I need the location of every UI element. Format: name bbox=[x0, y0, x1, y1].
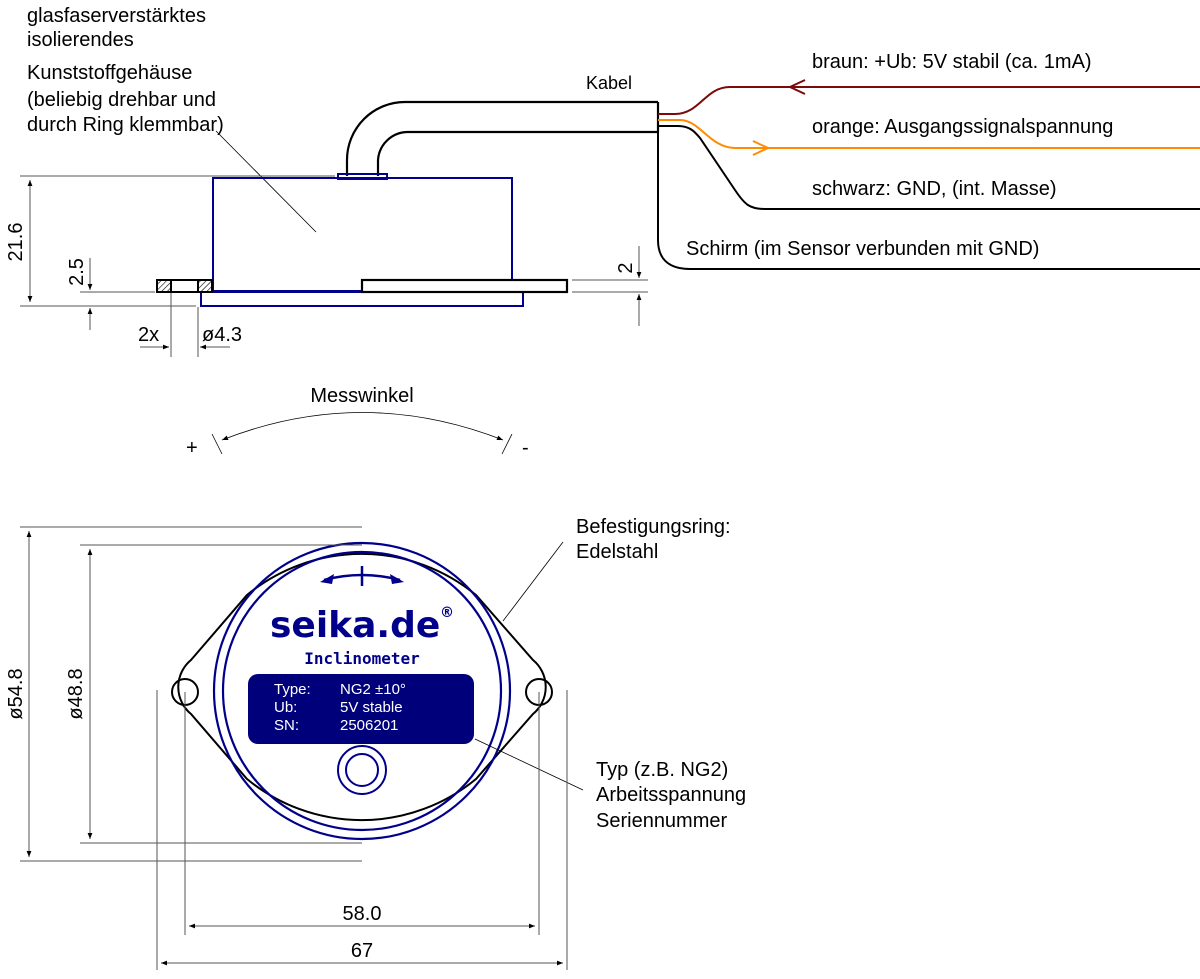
housing-note-line: durch Ring klemmbar) bbox=[27, 114, 224, 136]
housing-note-line: Kunststoffgehäuse bbox=[27, 62, 192, 84]
wire-label-orange: orange: Ausgangssignalspannung bbox=[812, 116, 1113, 138]
housing-note-line: isolierendes bbox=[27, 29, 134, 51]
wires: braun: +Ub: 5V stabil (ca. 1mA) orange: … bbox=[657, 51, 1200, 270]
wire-black bbox=[658, 125, 1200, 210]
angle-arc bbox=[221, 412, 504, 441]
housing-outer-circle bbox=[212, 541, 512, 841]
ring-leader-line bbox=[502, 541, 564, 622]
flange-hole bbox=[170, 279, 199, 293]
angle-minus: - bbox=[522, 437, 529, 459]
measuring-angle: Messwinkel + - bbox=[186, 385, 529, 459]
brand-logo: seika.de bbox=[270, 605, 440, 646]
angle-tick-left bbox=[211, 433, 223, 455]
dim-height: 21.6 bbox=[5, 223, 27, 262]
cable-inner-edge bbox=[376, 130, 658, 176]
product-name: Inclinometer bbox=[304, 649, 420, 668]
plate-key-type: Type: bbox=[274, 681, 311, 698]
wire-label-black: schwarz: GND, (int. Masse) bbox=[812, 178, 1056, 200]
top-view-notes: Befestigungsring: Edelstahl Typ (z.B. NG… bbox=[474, 516, 746, 832]
registered-mark: ® bbox=[440, 605, 454, 621]
cable-label: Kabel bbox=[586, 73, 632, 93]
angle-label: Messwinkel bbox=[310, 385, 413, 407]
top-view: seika.de ® Inclinometer Type: NG2 ±10° U… bbox=[171, 541, 553, 841]
housing-note: glasfaserverstärktes isolierendes Kunsts… bbox=[27, 5, 317, 233]
cable-gland-inner bbox=[345, 753, 379, 787]
cable-outer-edge bbox=[345, 100, 658, 176]
top-dimensions: ø54.8 ø48.8 58.0 67 bbox=[5, 526, 568, 970]
plate-note-line: Seriennummer bbox=[596, 810, 728, 832]
tilt-direction-icon bbox=[320, 566, 404, 586]
wire-orange-arrow-icon bbox=[752, 140, 771, 156]
plate-key-sn: SN: bbox=[274, 717, 299, 734]
plate-value-ub: 5V stable bbox=[340, 699, 403, 716]
wire-brown bbox=[658, 86, 1200, 115]
dim-overall-width: 67 bbox=[351, 940, 373, 962]
side-dimensions: 21.6 2.5 2x ø4.3 2 bbox=[5, 175, 648, 357]
dim-flange-thickness: 2.5 bbox=[66, 258, 88, 286]
plate-key-ub: Ub: bbox=[274, 699, 297, 716]
plate-note-line: Arbeitsspannung bbox=[596, 784, 746, 806]
cable: Kabel bbox=[345, 73, 660, 176]
plate-value-type: NG2 ±10° bbox=[340, 681, 406, 698]
wire-label-brown: braun: +Ub: 5V stabil (ca. 1mA) bbox=[812, 51, 1092, 73]
housing-base bbox=[200, 291, 524, 307]
angle-plus: + bbox=[186, 437, 198, 459]
mounting-ring-section bbox=[360, 278, 569, 294]
dim-hole-spacing: 58.0 bbox=[343, 903, 382, 925]
wire-orange bbox=[658, 119, 1200, 149]
housing-side bbox=[156, 173, 569, 307]
wire-shield bbox=[657, 132, 1200, 270]
label-plate bbox=[248, 674, 474, 744]
plate-leader-line bbox=[474, 738, 584, 791]
dim-hole-diameter: ø4.3 bbox=[202, 324, 242, 346]
ring-note-line: Befestigungsring: bbox=[576, 516, 731, 538]
housing-body bbox=[212, 177, 513, 291]
angle-tick-right bbox=[501, 433, 513, 455]
wire-brown-arrow-icon bbox=[787, 79, 806, 95]
cable-gland-outer bbox=[337, 745, 387, 795]
dim-outer-diameter: ø54.8 bbox=[5, 668, 27, 719]
flange-hatch-right bbox=[197, 279, 213, 293]
wire-label-shield: Schirm (im Sensor verbunden mit GND) bbox=[686, 238, 1039, 260]
housing-leader-line bbox=[215, 130, 317, 233]
flange-hatch-left bbox=[156, 279, 172, 293]
plate-value-sn: 2506201 bbox=[340, 717, 398, 734]
dim-hole-count: 2x bbox=[138, 324, 159, 346]
plate-note-line: Typ (z.B. NG2) bbox=[596, 759, 728, 781]
mounting-flange-outline bbox=[177, 552, 547, 822]
dim-ring-thickness: 2 bbox=[615, 262, 637, 273]
housing-inner-circle bbox=[221, 550, 503, 832]
ring-note-line: Edelstahl bbox=[576, 541, 658, 563]
dim-inner-diameter: ø48.8 bbox=[65, 668, 87, 719]
housing-note-line: glasfaserverstärktes bbox=[27, 5, 206, 27]
housing-note-line: (beliebig drehbar und bbox=[27, 89, 216, 111]
